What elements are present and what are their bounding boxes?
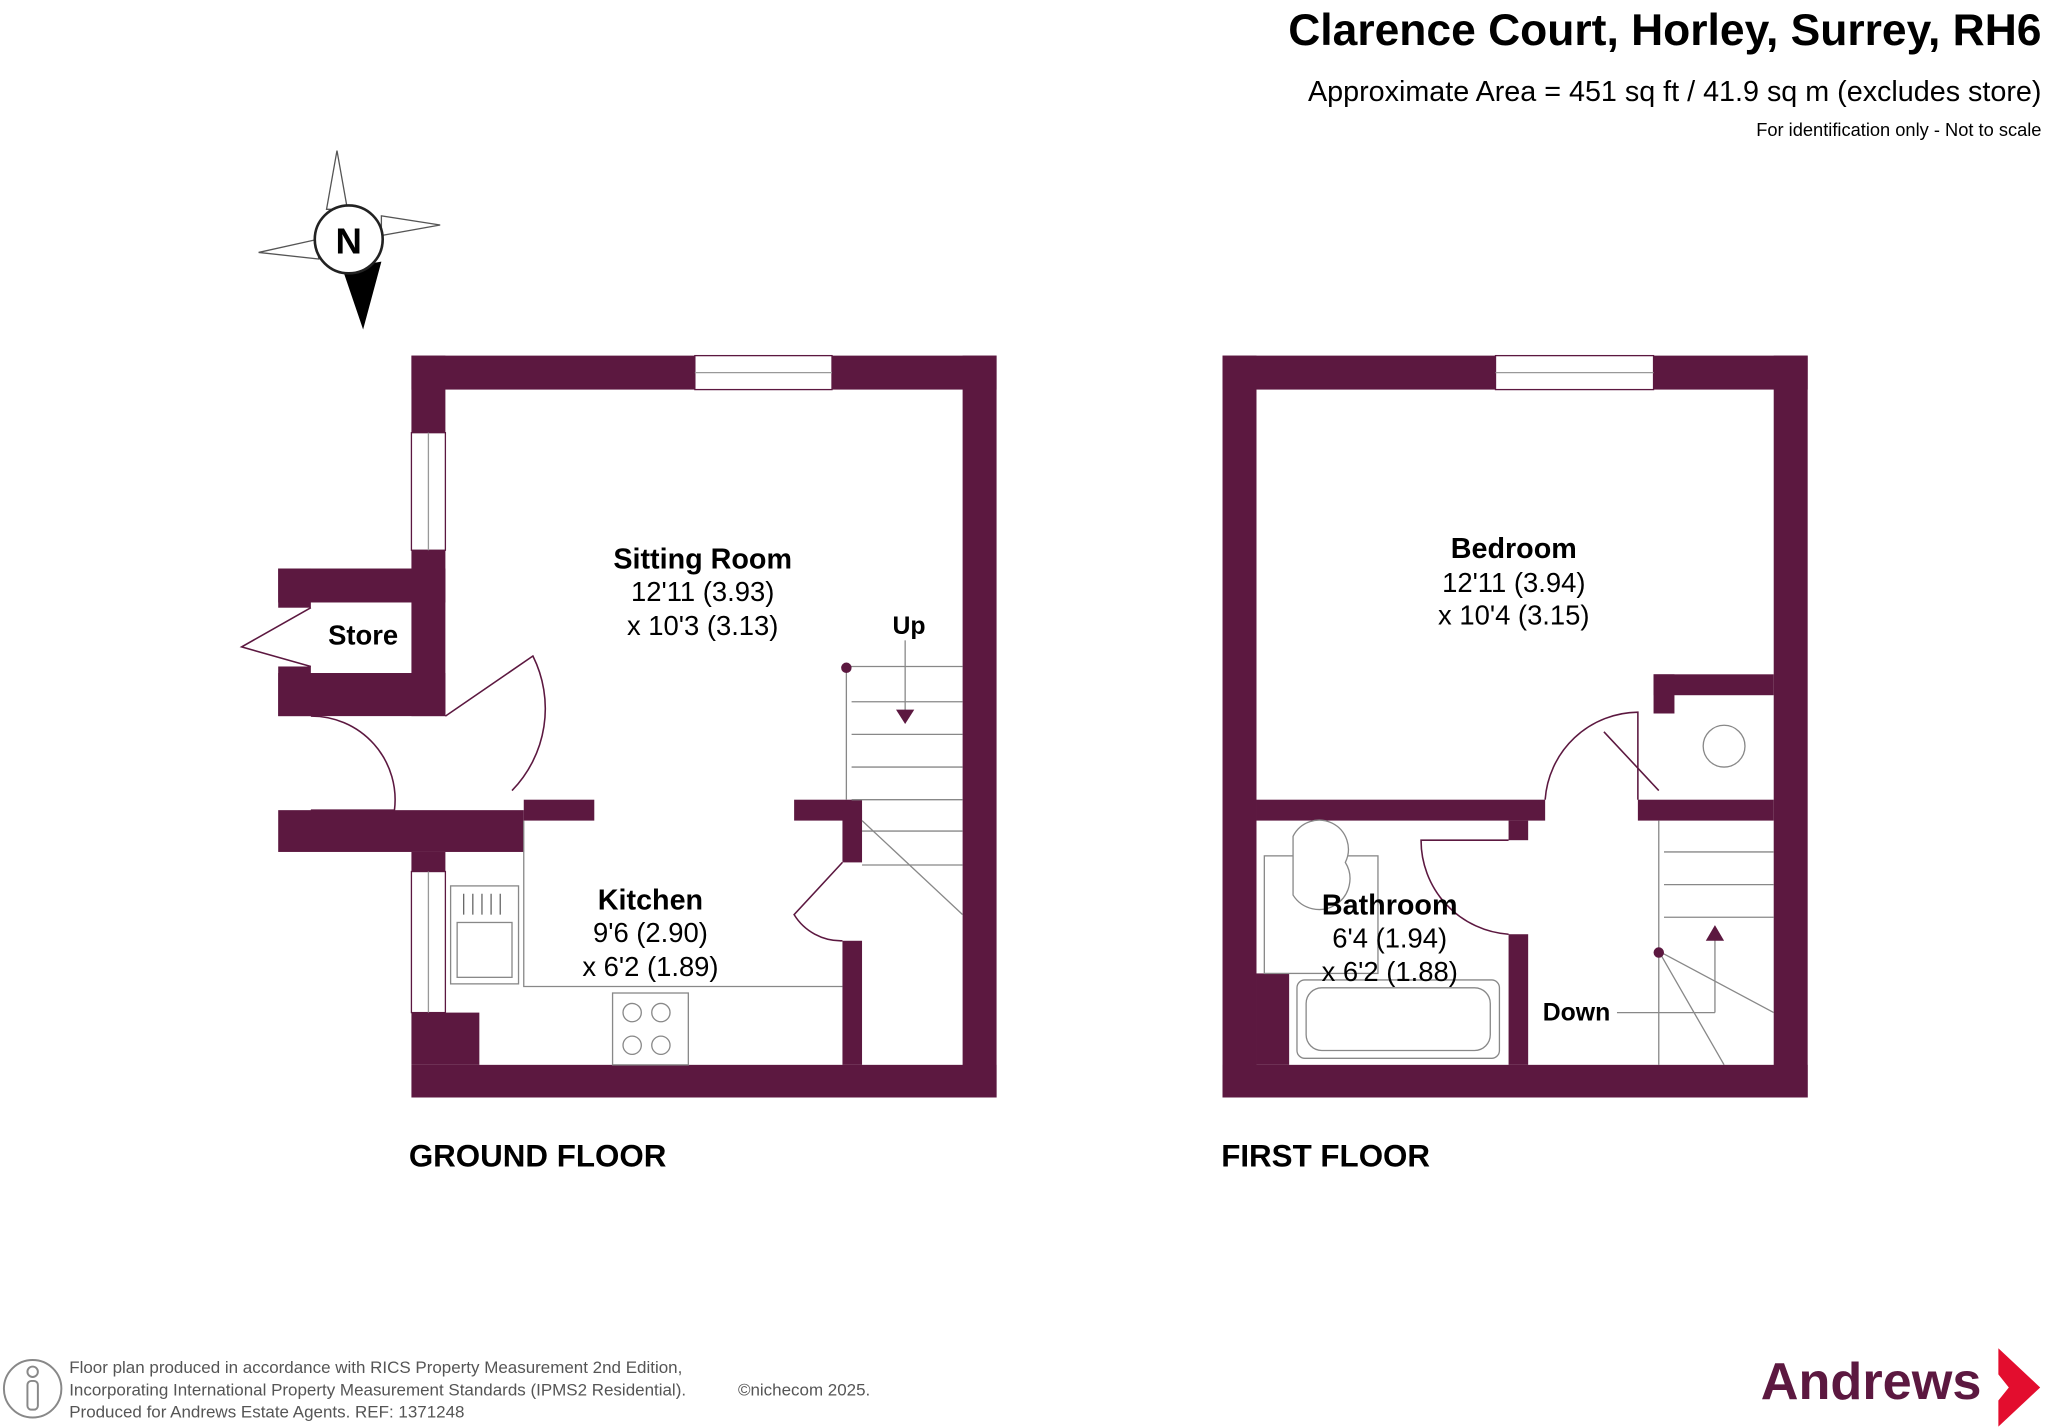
toilet-icon xyxy=(1292,819,1351,911)
room-dim: x 10'4 (3.15) xyxy=(1438,600,1589,631)
footer-line3: Produced for Andrews Estate Agents. REF:… xyxy=(69,1403,464,1422)
room-name: Store xyxy=(328,619,398,650)
room-name: Bathroom xyxy=(1322,890,1458,922)
room-name: Sitting Room xyxy=(613,544,792,576)
footer-line1: Floor plan produced in accordance with R… xyxy=(69,1358,682,1377)
disclaimer: For identification only - Not to scale xyxy=(1756,119,2041,140)
room-name: Kitchen xyxy=(598,884,703,916)
footer-copyright: ©nichecom 2025. xyxy=(738,1380,870,1399)
room-name: Bedroom xyxy=(1451,533,1577,565)
room-dim: 9'6 (2.90) xyxy=(593,917,708,948)
room-dim: 6'4 (1.94) xyxy=(1332,922,1447,953)
svg-text:Andrews: Andrews xyxy=(1761,1353,1982,1411)
room-dim: x 6'2 (1.89) xyxy=(582,951,718,982)
title: Clarence Court, Horley, Surrey, RH6 xyxy=(1288,6,2041,55)
stairs-down-label: Down xyxy=(1543,999,1611,1026)
stairs-arrow-icon xyxy=(896,709,915,724)
room-dim: 12'11 (3.93) xyxy=(631,576,774,607)
room-dim: x 6'2 (1.88) xyxy=(1322,956,1458,987)
stairs-up-label: Up xyxy=(893,613,926,640)
first-floor-plan: Down Bedroom 12'11 (3.94) x 10'4 (3.15) … xyxy=(1221,354,1808,1174)
stairs-arrow-icon xyxy=(1705,925,1725,941)
room-dim: x 10'3 (3.13) xyxy=(627,610,778,641)
area-text: Approximate Area = 451 sq ft / 41.9 sq m… xyxy=(1308,76,2041,108)
compass-label: N xyxy=(336,221,362,262)
footer-line2: Incorporating International Property Mea… xyxy=(69,1380,686,1399)
floor-label: FIRST FLOOR xyxy=(1221,1139,1430,1174)
person-icon xyxy=(2,1359,63,1419)
room-dim: 12'11 (3.94) xyxy=(1442,567,1585,598)
compass-icon: N xyxy=(258,150,441,330)
hob-icon xyxy=(611,992,689,1066)
ground-floor-plan: Up Sitting Room 12'11 (3.93) x 10'3 (3.1… xyxy=(239,354,997,1174)
andrews-logo: Andrews xyxy=(1761,1348,2041,1427)
floor-label: GROUND FLOOR xyxy=(409,1139,667,1174)
